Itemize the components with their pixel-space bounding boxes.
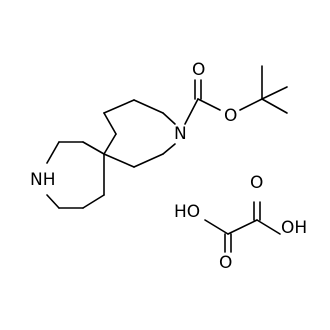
left-ring xyxy=(46,141,105,209)
bond xyxy=(162,143,176,155)
ester-oxygen-label: O xyxy=(224,106,237,126)
bond xyxy=(227,219,258,235)
oxalic-acid-molecule: HO O OH O xyxy=(174,173,307,273)
bond xyxy=(133,153,164,168)
carbonyl-oxygen-right-label: O xyxy=(250,173,263,193)
bond xyxy=(82,141,105,155)
bond xyxy=(46,194,60,209)
hydroxyl-left-label: HO xyxy=(174,202,200,222)
carbamate-nitrogen-label: N xyxy=(174,124,187,144)
boc-group xyxy=(184,65,288,125)
boc-diazaspiro-molecule: NH N O O xyxy=(30,60,288,209)
carbonyl-oxygen-left-label: O xyxy=(219,253,232,273)
bond xyxy=(46,141,60,164)
bond xyxy=(261,86,288,100)
bond xyxy=(82,194,105,209)
bond xyxy=(239,98,263,111)
bond xyxy=(204,219,229,235)
bond xyxy=(197,98,221,111)
bond xyxy=(103,153,135,168)
bond xyxy=(261,98,288,114)
bond xyxy=(103,99,135,114)
bond xyxy=(162,112,176,125)
hydroxyl-right-label: OH xyxy=(281,218,307,238)
carbonyl-oxygen-label: O xyxy=(192,60,205,80)
right-ring xyxy=(103,99,176,168)
bond xyxy=(103,112,117,135)
bond xyxy=(133,99,164,114)
amine-nitrogen-label: NH xyxy=(30,170,56,190)
bond xyxy=(103,133,117,155)
bond xyxy=(184,98,199,125)
bond xyxy=(256,219,281,235)
